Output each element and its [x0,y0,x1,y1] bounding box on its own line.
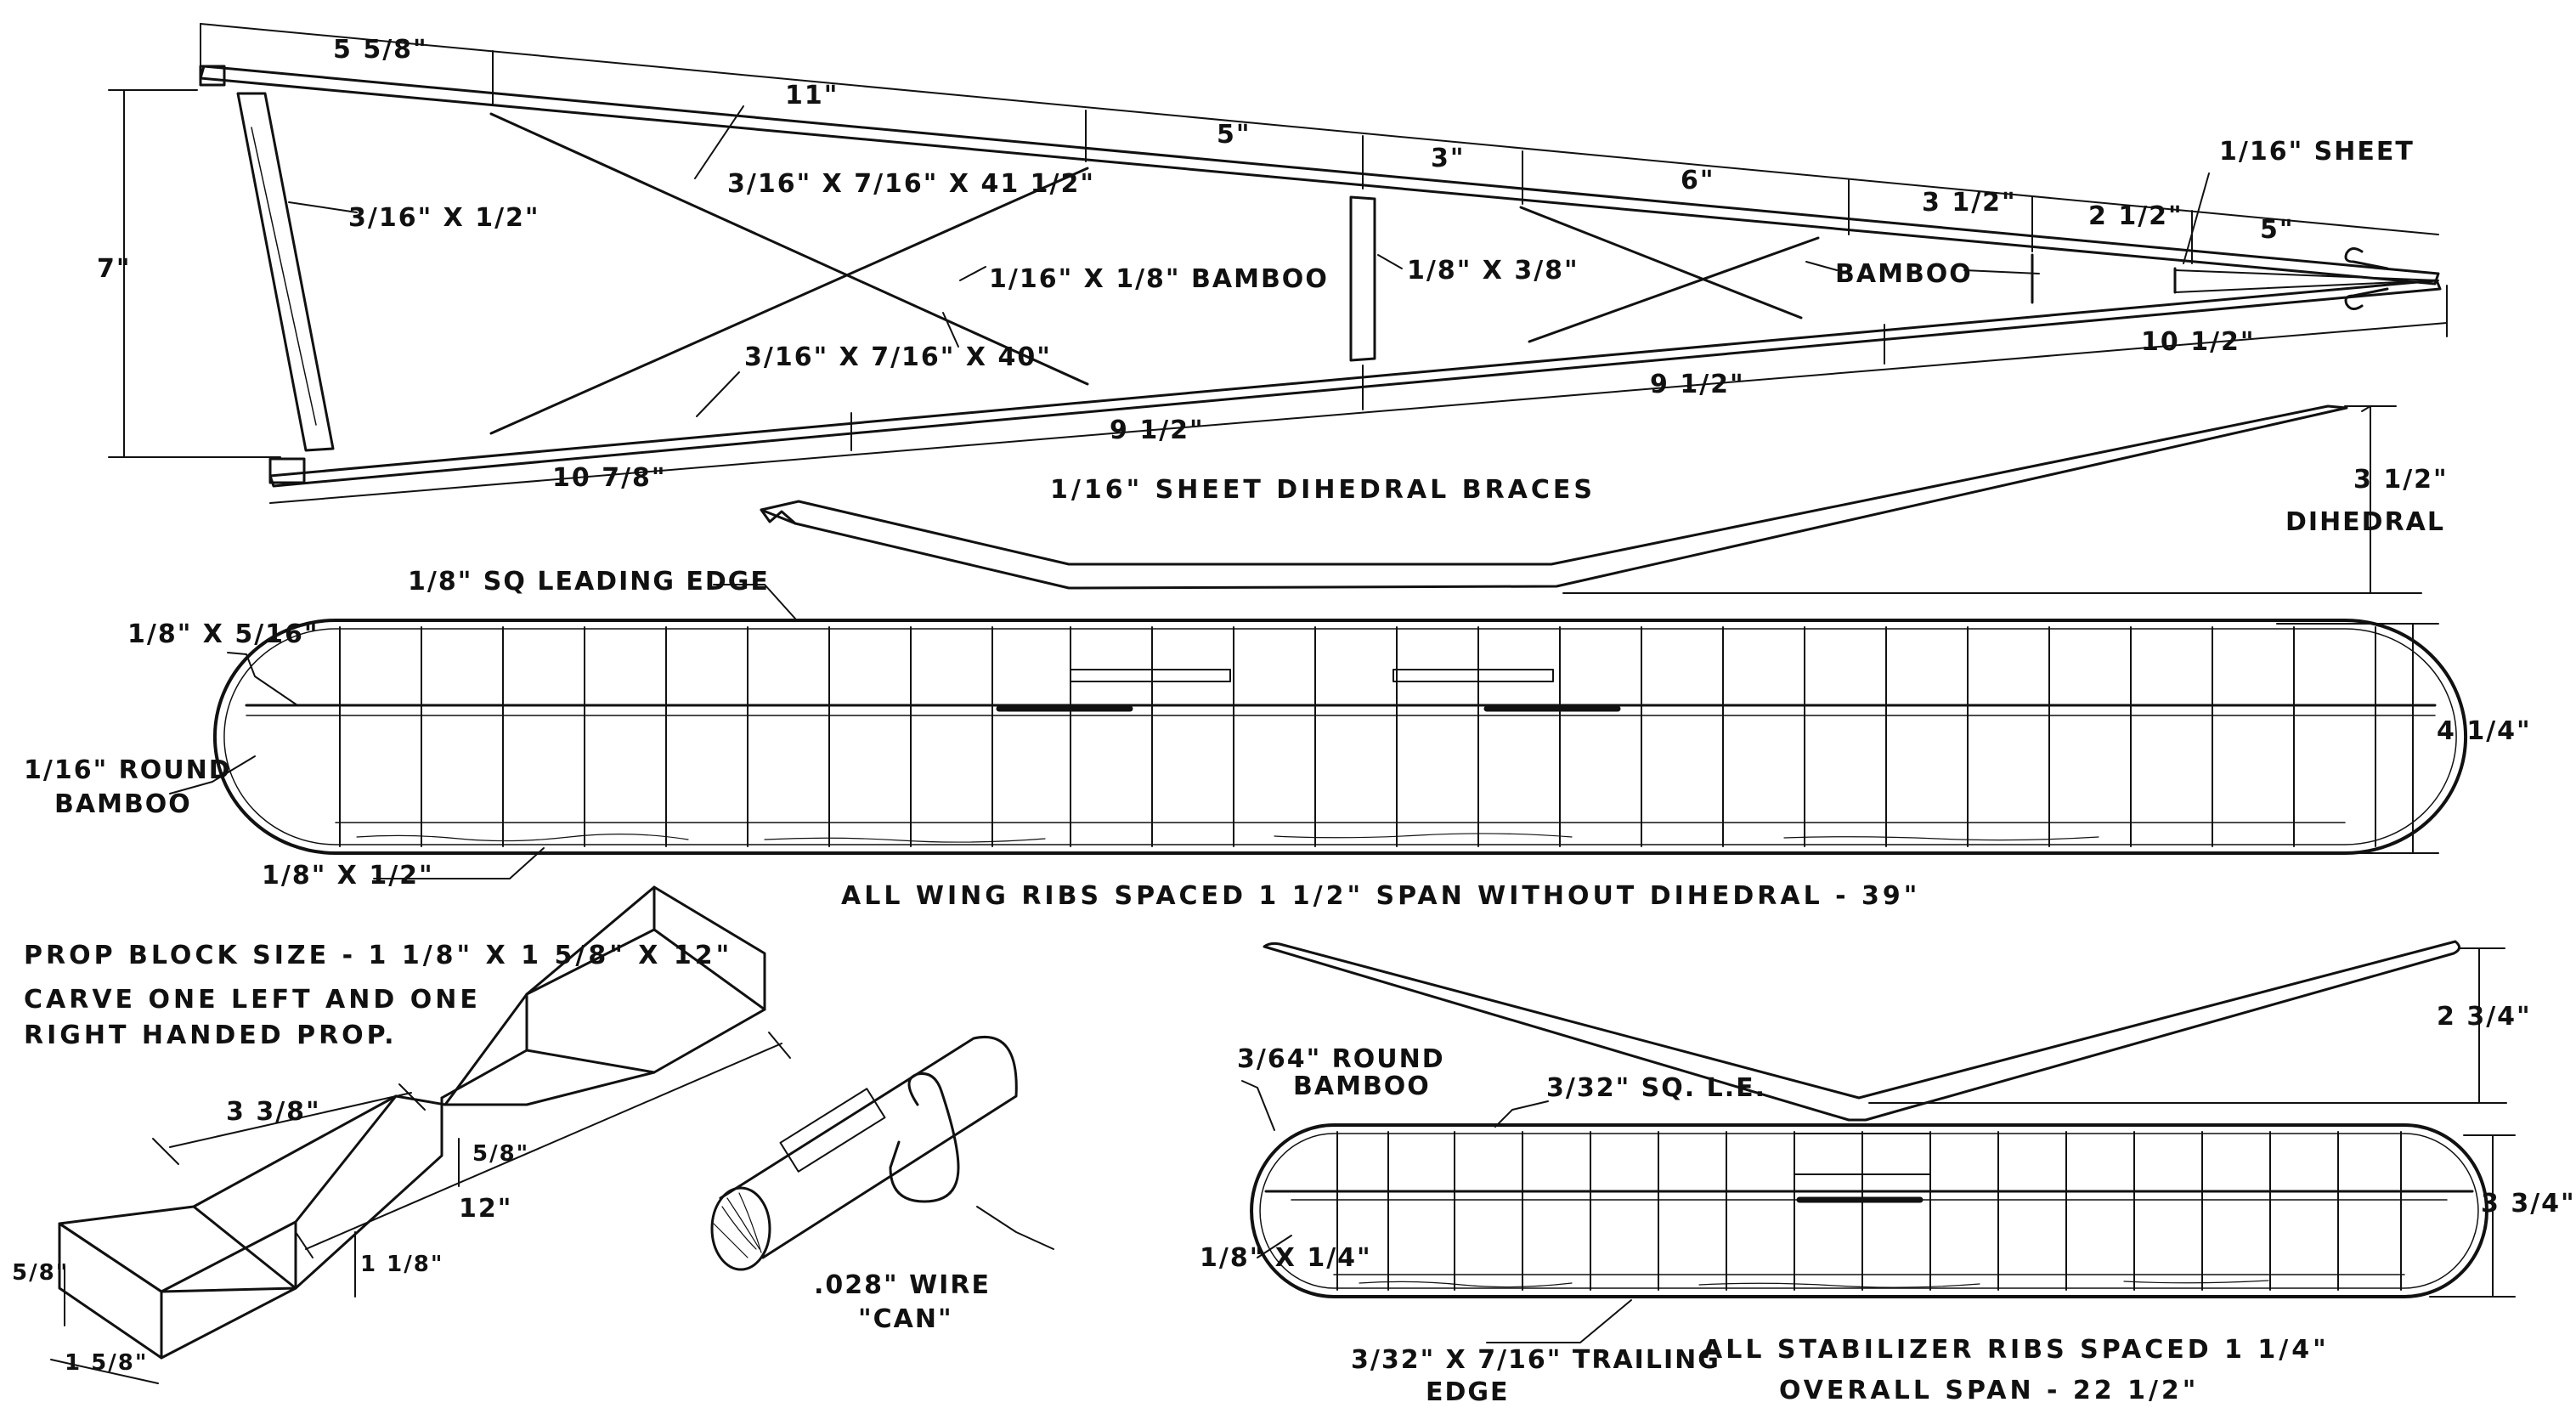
wing-plan-view [169,584,2467,879]
can-label: "CAN" [858,1304,953,1334]
stab-tip-label-1: 3/64" ROUND [1237,1044,1445,1074]
stabilizer-dihedral-view [1263,940,2507,1122]
fuselage-frame [199,65,2442,488]
wing-dihedral-word: DIHEDRAL [2285,507,2446,537]
leading-edge-label: 1/8" SQ LEADING EDGE [408,567,770,597]
dim-2-1-2: 2 1/2" [2088,201,2183,231]
stab-trailing-edge-label-1: 3/32" X 7/16" TRAILING [1351,1345,1720,1375]
prop-dim-1-1-8: 1 1/8" [360,1252,444,1277]
dim-5-b: 5" [2260,215,2295,245]
mid-post-label: 1/8" X 3/8" [1407,256,1579,286]
dim-3-1-2: 3 1/2" [1922,188,2017,218]
dim-10-1-2: 10 1/2" [2141,327,2256,357]
prop-dim-3-3-8: 3 3/8" [226,1097,321,1127]
wing-tip-label-2: BAMBOO [54,789,192,819]
dim-nose-width: 5 5/8" [333,35,428,65]
wing-rib-note: ALL WING RIBS SPACED 1 1/2" SPAN WITHOUT… [841,881,1921,911]
stab-tip-label-2: BAMBOO [1293,1072,1431,1101]
dim-3: 3" [1431,144,1466,173]
dim-9-1-2-a: 9 1/2" [1650,370,1745,399]
prop-note-1: PROP BLOCK SIZE - 1 1/8" X 1 5/8" X 12" [24,941,733,970]
prop-note-2: CARVE ONE LEFT AND ONE [24,985,481,1015]
sheet-label: 1/16" SHEET [2219,137,2415,167]
wing-chord: 4 1/4" [2437,716,2532,746]
rear-bamboo-label: BAMBOO [1835,259,1973,289]
stab-spar-label: 1/8" X 1/4" [1200,1243,1372,1273]
wing-tip-label-1: 1/16" ROUND [24,755,232,785]
stab-dihedral-value: 2 3/4" [2437,1002,2532,1032]
dim-6: 6" [1681,166,1715,195]
dihedral-braces-label: 1/16" SHEET DIHEDRAL BRACES [1050,475,1596,505]
wing-dihedral-value: 3 1/2" [2353,465,2449,495]
stab-span-note: OVERALL SPAN - 22 1/2" [1779,1376,2200,1405]
dim-10-7-8: 10 7/8" [552,463,667,493]
top-longeron-label: 3/16" X 7/16" X 41 1/2" [727,169,1095,199]
bamboo-diagonal-label: 1/16" X 1/8" BAMBOO [989,264,1329,294]
prop-block [50,885,791,1384]
dim-5-a: 5" [1217,120,1251,150]
wing-spar-label: 1/8" X 5/16" [127,619,319,649]
prop-dim-5-8-b: 5/8" [12,1260,70,1286]
fuselage-dimensions [108,23,2448,504]
stabilizer-plan-view [1241,1080,2516,1343]
prop-dim-5-8-a: 5/8" [472,1141,530,1167]
prop-dim-12: 12" [459,1194,513,1224]
dim-11: 11" [785,81,839,110]
stab-trailing-edge-label-2: EDGE [1426,1377,1510,1407]
height-7: 7" [97,254,132,284]
winder-can [710,1036,1054,1271]
stab-rib-note: ALL STABILIZER RIBS SPACED 1 1/4" [1703,1335,2330,1365]
can-wire-label: .028" WIRE [814,1270,991,1300]
wing-dihedral-view [760,404,2422,594]
prop-note-3: RIGHT HANDED PROP. [24,1021,398,1050]
stab-chord: 3 3/4" [2481,1189,2576,1219]
dim-9-1-2-b: 9 1/2" [1110,416,1205,445]
wing-trailing-edge-label: 1/8" X 1/2" [262,861,434,891]
front-post-label: 3/16" X 1/2" [348,203,540,233]
prop-dim-1-5-8: 1 5/8" [65,1350,149,1376]
stab-leading-edge-label: 3/32" SQ. L.E. [1546,1073,1767,1103]
bottom-longeron-label: 3/16" X 7/16" X 40" [744,342,1052,372]
